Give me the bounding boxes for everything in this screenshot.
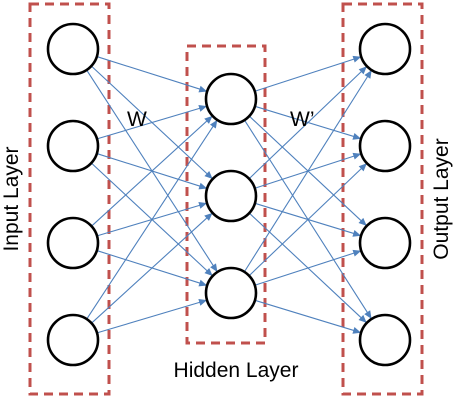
output-node-4: [358, 313, 412, 367]
edge-hidden-2-output-2-arrowhead: [352, 152, 362, 160]
edge-input-1-hidden-1-arrowhead: [198, 85, 208, 93]
edge-input-3-hidden-2-arrowhead: [198, 202, 208, 209]
output-node-2: [358, 119, 412, 173]
edge-hidden-3-output-3-arrowhead: [352, 249, 362, 257]
output-layer-box: [341, 2, 424, 396]
edge-input-4-hidden-2-line: [91, 212, 213, 324]
output-node-3: [358, 216, 412, 270]
edge-input-1-hidden-1-line: [96, 56, 208, 92]
hidden-node-3: [204, 266, 258, 320]
edge-hidden-1-output-1-line: [254, 56, 362, 92]
edge-hidden-3-output-1-line: [243, 69, 373, 273]
hidden-layer-box: [185, 44, 267, 345]
edge-hidden-3-output-2-line: [248, 162, 368, 277]
input-node-4: [46, 313, 100, 367]
output-layer-label: Output Layer: [430, 138, 453, 259]
edge-hidden-1-output-3-arrowhead: [358, 217, 367, 226]
edge-hidden-2-output-3-arrowhead: [352, 230, 362, 237]
hidden-node-2: [204, 169, 258, 223]
input-layer-label: Input Layer: [0, 146, 23, 251]
input-node-2: [46, 119, 100, 173]
edge-input-2-hidden-1-line: [96, 105, 208, 140]
edge-hidden-1-output-1-arrowhead: [352, 55, 362, 63]
edge-input-2-hidden-2-arrowhead: [198, 182, 208, 190]
weight-label-w: W: [127, 108, 147, 131]
edge-hidden-3-output-1-arrowhead: [364, 70, 372, 79]
edge-hidden-1-output-4-arrowhead: [364, 310, 372, 319]
edge-input-4-hidden-3-arrowhead: [198, 299, 208, 306]
edge-hidden-2-output-1-line: [248, 65, 368, 180]
edge-input-4-hidden-3-line: [96, 299, 208, 334]
connection-edges: [86, 55, 373, 334]
edge-hidden-3-output-4-line: [254, 299, 362, 334]
input-node-3: [46, 216, 100, 270]
edge-input-3-hidden-1-arrowhead: [204, 115, 213, 124]
edge-hidden-2-output-1-arrowhead: [358, 66, 367, 75]
edge-input-3-hidden-1-line: [91, 115, 213, 227]
edge-input-4-hidden-2-arrowhead: [204, 212, 213, 221]
edge-input-2-hidden-1-arrowhead: [198, 105, 208, 112]
edge-input-1-hidden-2-arrowhead: [204, 170, 213, 179]
edge-hidden-1-output-2-arrowhead: [352, 133, 362, 140]
edge-hidden-3-output-4-arrowhead: [352, 327, 362, 334]
edge-input-4-hidden-1-line: [86, 119, 218, 320]
edge-input-3-hidden-3-arrowhead: [198, 279, 208, 287]
edge-input-4-hidden-1-arrowhead: [209, 119, 218, 129]
input-node-1: [46, 22, 100, 76]
hidden-node-1: [204, 72, 258, 126]
input-layer-box: [28, 2, 111, 396]
edge-hidden-3-output-3-line: [254, 250, 362, 286]
output-node-1: [358, 22, 412, 76]
edge-hidden-3-output-2-arrowhead: [358, 163, 367, 172]
edge-input-1-hidden-3-arrowhead: [210, 263, 218, 273]
edge-hidden-2-output-4-arrowhead: [358, 314, 367, 323]
hidden-layer-label: Hidden Layer: [174, 359, 299, 382]
edge-input-2-hidden-3-arrowhead: [204, 267, 213, 276]
weight-label-w-prime: W’: [290, 108, 315, 131]
neuron-nodes: [46, 22, 412, 367]
